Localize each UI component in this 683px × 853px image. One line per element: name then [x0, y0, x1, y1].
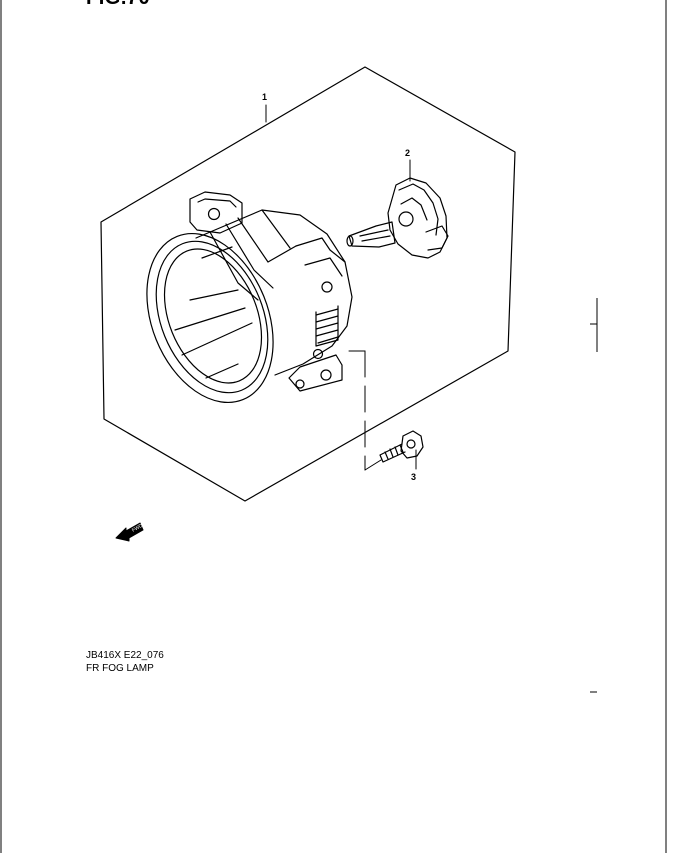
callout-1: 1 — [262, 92, 268, 102]
diagram-caption: FR FOG LAMP — [86, 663, 154, 674]
callout-3: 3 — [411, 472, 417, 482]
diagram-code: JB416X E22_076 — [86, 650, 164, 661]
callout-2: 2 — [405, 148, 411, 158]
forward-arrow-text: FWD — [131, 523, 144, 534]
fog-lamp-housing — [146, 191, 353, 404]
figure-title: FIG.70 — [86, 0, 150, 10]
fog-lamp-bulb — [346, 177, 449, 259]
mounting-dash-line — [348, 350, 382, 471]
assembly-group-outline — [100, 66, 516, 502]
mounting-screw — [379, 430, 424, 463]
forward-arrow-icon: FWD — [115, 522, 144, 542]
